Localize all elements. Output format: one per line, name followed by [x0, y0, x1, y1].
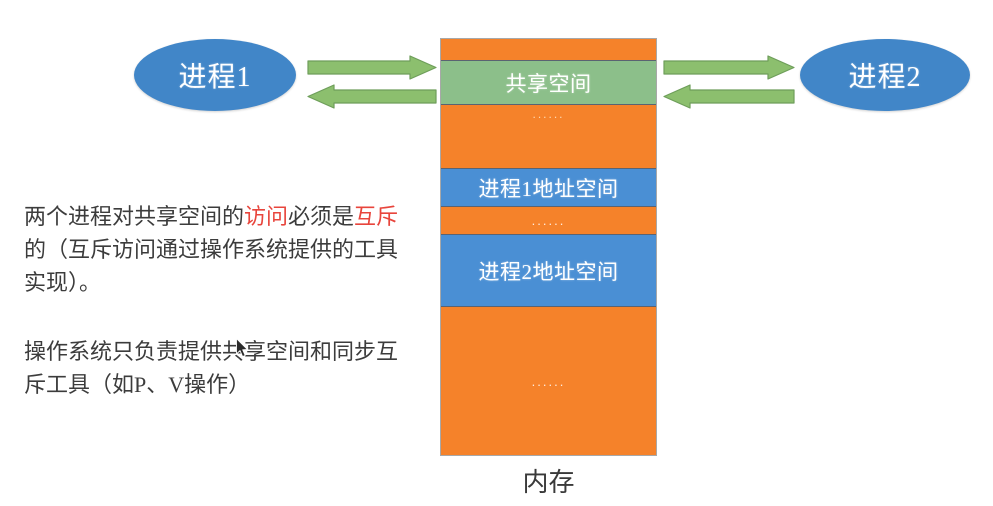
band-gap-2-ellipsis: ......	[531, 213, 566, 228]
arrow-proc2-to-memory-icon	[663, 84, 795, 109]
note-mutual-exclusion-segment-1: 访问	[244, 204, 289, 229]
arrow-memory-to-proc1-icon	[307, 84, 437, 109]
process-1-node[interactable]: 进程1	[134, 39, 296, 111]
note-os-responsibility: 操作系统只负责提供共享空间和同步互斥工具（如P、V操作）	[24, 335, 414, 401]
band-proc2-address: 进程2地址空间	[441, 235, 656, 307]
note-mutual-exclusion-segment-3: 互斥	[354, 204, 399, 229]
band-gap-1-ellipsis: ......	[532, 107, 565, 121]
note-os-responsibility-segment-0: 操作系统只负责提供共享空间和同步互斥工具（如P、V操作）	[24, 339, 399, 397]
arrow-group-right	[663, 55, 795, 109]
band-shared-space-label: 共享空间	[505, 71, 592, 96]
note-mutual-exclusion-segment-4: 的（互斥访问通过操作系统提供的工具实现）。	[24, 237, 399, 295]
arrow-group-left	[307, 55, 437, 109]
process-2-node[interactable]: 进程2	[800, 39, 970, 111]
band-gap-2: ......	[441, 207, 656, 235]
process-1-label: 进程1	[178, 62, 252, 93]
memory-column: 共享空间...... 进程1地址空间...... 进程2地址空间......	[440, 38, 657, 456]
band-gap-1: ......	[441, 105, 656, 169]
note-mutual-exclusion: 两个进程对共享空间的访问必须是互斥的（互斥访问通过操作系统提供的工具实现）。	[24, 200, 404, 299]
memory-caption: 内存	[522, 468, 575, 497]
arrow-memory-to-proc2-icon	[663, 55, 795, 80]
note-mutual-exclusion-segment-2: 必须是	[288, 204, 355, 229]
band-proc1-address-label: 进程1地址空间	[478, 176, 619, 201]
band-top-orange	[441, 39, 656, 61]
band-proc1-address: 进程1地址空间	[441, 169, 656, 207]
band-bottom-orange-ellipsis: ......	[531, 373, 566, 389]
band-bottom-orange: ......	[441, 307, 656, 455]
band-proc2-address-label: 进程2地址空间	[478, 259, 619, 284]
note-mutual-exclusion-segment-0: 两个进程对共享空间的	[24, 204, 245, 229]
band-shared-space: 共享空间	[441, 61, 656, 105]
arrow-proc1-to-memory-icon	[307, 55, 437, 80]
process-2-label: 进程2	[848, 62, 922, 93]
